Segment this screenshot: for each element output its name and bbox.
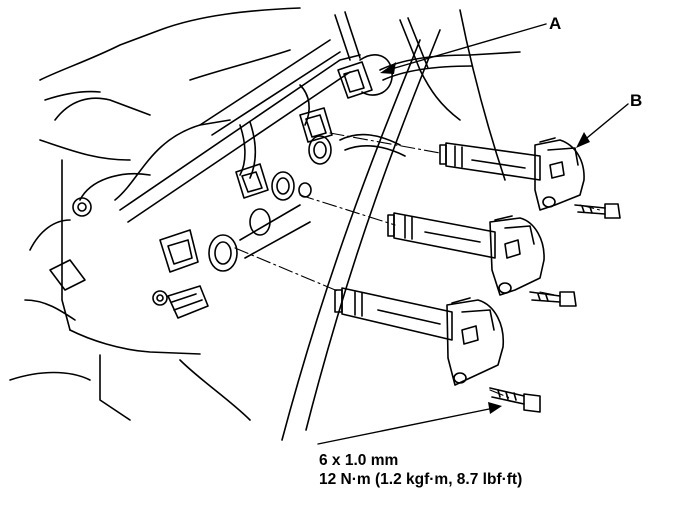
bolt-coil-2 [529, 291, 577, 307]
leader-a [387, 23, 547, 71]
ignition-coil-2 [387, 212, 545, 296]
connectors [167, 54, 393, 319]
bolt-coil-3 [489, 387, 541, 413]
arrow-spec [488, 402, 502, 414]
callout-label-b: B [630, 91, 643, 110]
engine-block [9, 7, 301, 421]
ignition-coil-1 [439, 137, 585, 211]
arrow-b [576, 132, 590, 148]
head-cover-edge [281, 9, 506, 441]
bolt-torque: 12 N·m (1.2 kgf·m, 8.7 lbf·ft) [319, 471, 523, 488]
arrowheads [380, 62, 590, 414]
alignment-guides [234, 132, 601, 399]
leader-lines [317, 23, 629, 445]
coil-bores [208, 135, 332, 272]
callout-label-a: A [549, 14, 562, 33]
bolt-size: 6 x 1.0 mm [319, 452, 399, 469]
arrow-a [380, 62, 396, 74]
wire-harness [114, 11, 521, 223]
leader-spec [317, 407, 495, 445]
bolt-coil-1 [574, 203, 621, 219]
ignition-coil-3 [334, 287, 504, 386]
bolt-spec: 6 x 1.0 mm 12 N·m (1.2 kgf·m, 8.7 lbf·ft… [319, 451, 522, 489]
leader-b [581, 103, 629, 143]
